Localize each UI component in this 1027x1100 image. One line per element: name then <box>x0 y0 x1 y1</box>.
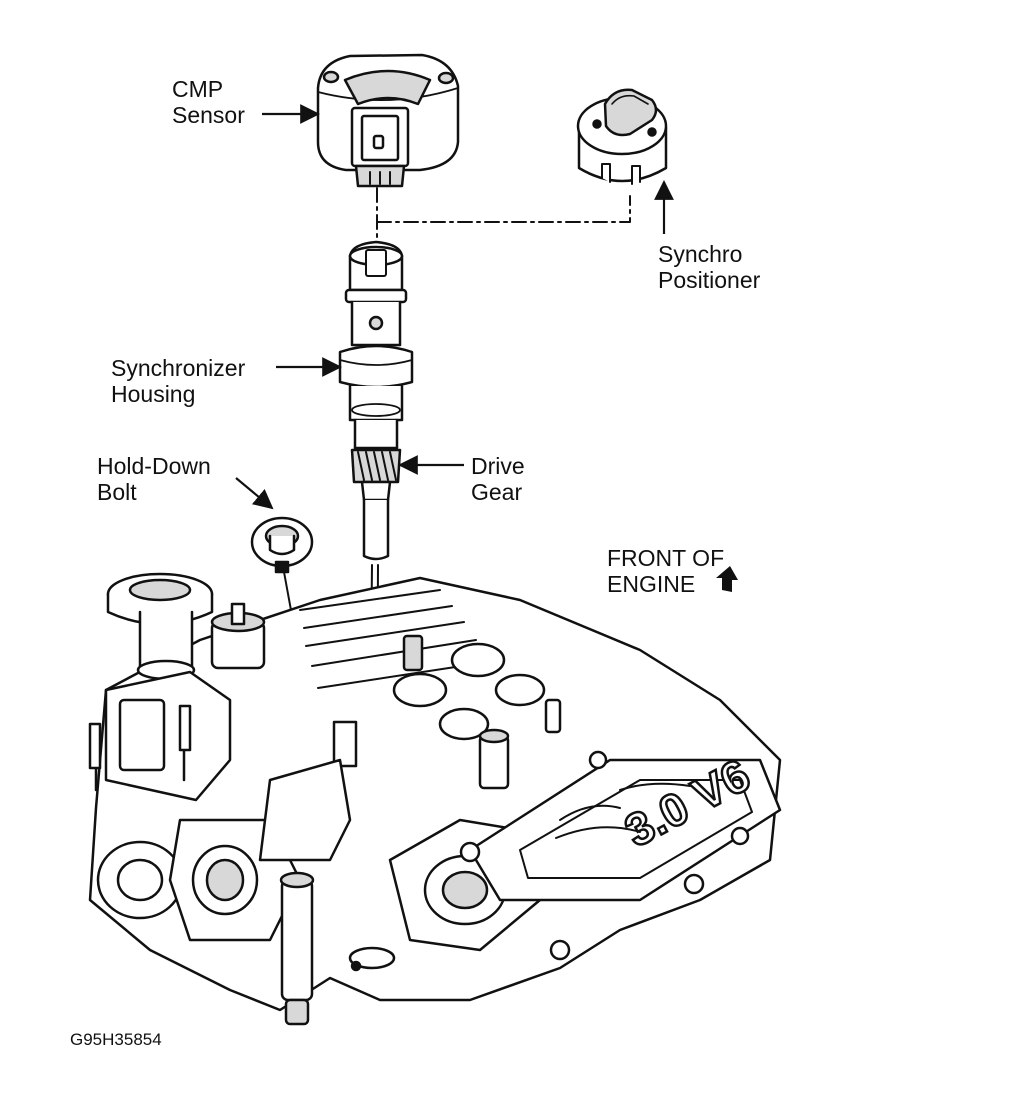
alignment-centerline <box>376 187 631 247</box>
hold-down-bolt-label: Hold-Down Bolt <box>97 453 211 505</box>
figure-code: G95H35854 <box>70 1030 162 1049</box>
cmp-sensor-label: CMP Sensor <box>172 76 245 128</box>
drive-gear-label: Drive Gear <box>471 453 525 505</box>
front-of-engine-arrow-icon <box>716 566 738 592</box>
hold-down-bolt-illustration <box>250 516 314 574</box>
synchro-positioner-illustration <box>576 88 668 185</box>
hold-down-bolt-leader <box>235 477 274 510</box>
front-of-engine-label: FRONT OF ENGINE <box>607 545 725 597</box>
synchronizer-housing-label: Synchronizer Housing <box>111 355 246 407</box>
synchronizer-housing-illustration <box>338 240 414 561</box>
synchro-positioner-label: Synchro Positioner <box>658 241 761 293</box>
engine-illustration <box>88 572 782 1026</box>
cmp-sensor-illustration <box>316 53 460 188</box>
